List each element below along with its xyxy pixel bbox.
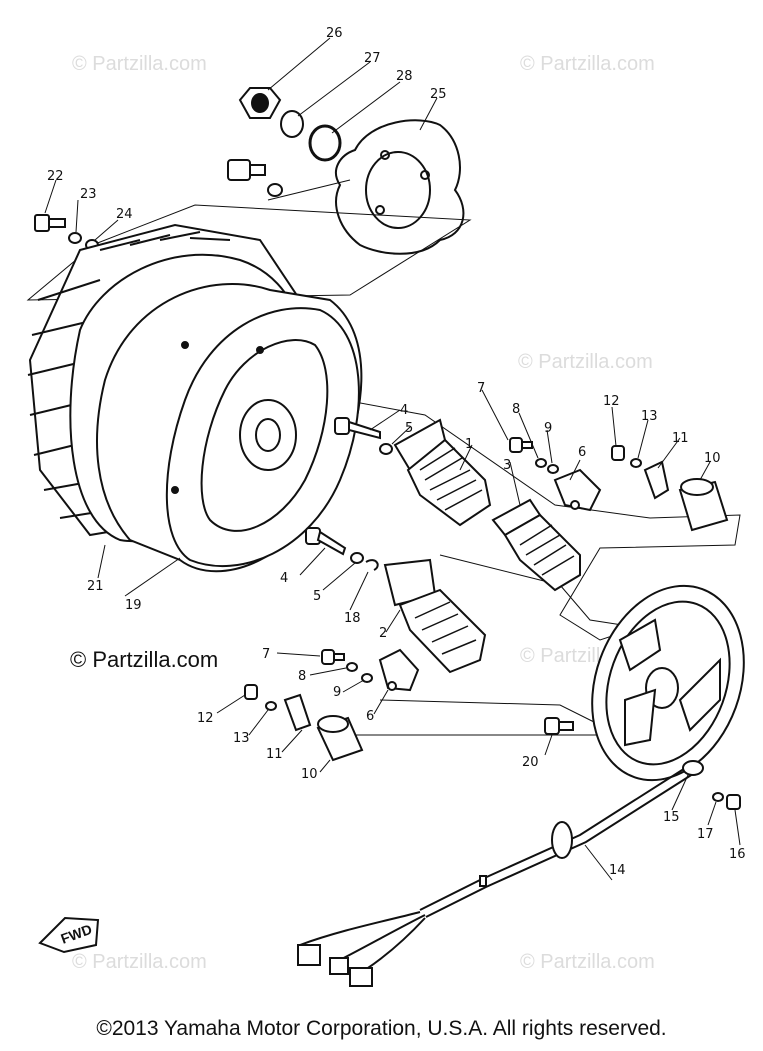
callout-21: 21 bbox=[87, 579, 104, 594]
ref-line-top bbox=[26, 204, 472, 301]
callout-6a: 6 bbox=[578, 445, 586, 460]
points-6a bbox=[553, 468, 602, 512]
callout-11a: 11 bbox=[672, 431, 689, 446]
callout-6b: 6 bbox=[366, 709, 374, 724]
watermark: © Partzilla.com bbox=[518, 351, 653, 373]
callout-10a: 10 bbox=[704, 451, 721, 466]
callout-2: 2 bbox=[379, 626, 387, 641]
bolt-22 bbox=[34, 214, 66, 232]
callout-14: 14 bbox=[609, 863, 626, 878]
wire-harness-14 bbox=[297, 764, 697, 987]
callout-5a: 5 bbox=[405, 421, 413, 436]
watermark: © Partzilla.com bbox=[520, 951, 655, 973]
washer-5a bbox=[379, 443, 393, 455]
callout-13a: 13 bbox=[641, 409, 658, 424]
coil-2 bbox=[383, 558, 487, 674]
watermark: © Partzilla.com bbox=[72, 951, 207, 973]
grommet-15 bbox=[682, 760, 704, 776]
callout-15: 15 bbox=[663, 810, 680, 825]
callout-3: 3 bbox=[503, 458, 511, 473]
washer-8b bbox=[346, 662, 358, 672]
small-bolt bbox=[227, 159, 283, 197]
callout-18: 18 bbox=[344, 611, 361, 626]
callout-16: 16 bbox=[729, 847, 746, 862]
watermark: © Partzilla.com bbox=[520, 53, 655, 75]
condenser-10b bbox=[316, 715, 364, 762]
callout-26: 26 bbox=[326, 26, 343, 41]
washer-9a bbox=[547, 464, 559, 474]
clamp-11a bbox=[643, 460, 670, 500]
callout-numbers: 1 2 3 4 4 5 5 6 6 7 7 8 8 9 9 10 10 11 1… bbox=[47, 26, 746, 878]
screw-12b bbox=[244, 684, 258, 700]
callout-23: 23 bbox=[80, 187, 97, 202]
callout-7b: 7 bbox=[262, 647, 270, 662]
backing-plate-25 bbox=[335, 119, 465, 255]
washer-23 bbox=[68, 232, 82, 244]
callout-19: 19 bbox=[125, 598, 142, 613]
callout-13b: 13 bbox=[233, 731, 250, 746]
screw-16 bbox=[726, 794, 741, 810]
watermark-dark: © Partzilla.com bbox=[70, 647, 218, 672]
washer-13a bbox=[630, 458, 642, 468]
callout-1: 1 bbox=[465, 437, 473, 452]
bolt-20 bbox=[544, 717, 574, 735]
washer-28 bbox=[308, 124, 342, 162]
coil-1 bbox=[393, 418, 492, 527]
washer-13b bbox=[265, 701, 277, 711]
coil-3 bbox=[491, 498, 581, 592]
washer-9b bbox=[361, 673, 373, 683]
screw-4b bbox=[305, 527, 347, 556]
stator-base-plate bbox=[591, 584, 745, 782]
callout-24: 24 bbox=[116, 207, 133, 222]
screw-7a bbox=[509, 437, 533, 453]
callout-28: 28 bbox=[396, 69, 413, 84]
ref-line-right bbox=[289, 389, 741, 641]
callout-20: 20 bbox=[522, 755, 539, 770]
ref-line-bottom2 bbox=[379, 699, 601, 726]
washer-17 bbox=[712, 792, 724, 802]
callout-9a: 9 bbox=[544, 421, 552, 436]
nut-26 bbox=[238, 87, 282, 119]
washer-5b bbox=[350, 552, 364, 564]
callout-10b: 10 bbox=[301, 767, 318, 782]
rotor-19 bbox=[96, 283, 363, 573]
callout-22: 22 bbox=[47, 169, 64, 184]
screw-12a bbox=[611, 445, 625, 461]
callout-5b: 5 bbox=[313, 589, 321, 604]
callout-7a: 7 bbox=[477, 381, 485, 396]
clamp-11b bbox=[283, 693, 312, 732]
callout-4b: 4 bbox=[280, 571, 288, 586]
watermark: © Partzilla.com bbox=[72, 53, 207, 75]
callout-8a: 8 bbox=[512, 402, 520, 417]
copyright-notice: ©2013 Yamaha Motor Corporation, U.S.A. A… bbox=[96, 1017, 667, 1040]
washer-27 bbox=[280, 110, 304, 138]
callout-17: 17 bbox=[697, 827, 714, 842]
clip-18 bbox=[365, 559, 379, 571]
washer-8a bbox=[535, 458, 547, 468]
condenser-10a bbox=[678, 478, 729, 532]
fwd-arrow: FWD bbox=[38, 916, 100, 954]
screw-4a bbox=[334, 417, 381, 440]
callout-8b: 8 bbox=[298, 669, 306, 684]
callout-4a: 4 bbox=[400, 403, 408, 418]
points-6b bbox=[378, 648, 420, 692]
callout-9b: 9 bbox=[333, 685, 341, 700]
callout-12a: 12 bbox=[603, 394, 620, 409]
screw-7b bbox=[321, 649, 345, 665]
ref-line-plate bbox=[267, 179, 351, 201]
callout-12b: 12 bbox=[197, 711, 214, 726]
callout-27: 27 bbox=[364, 51, 381, 66]
leader-lines bbox=[44, 37, 741, 881]
callout-25: 25 bbox=[430, 87, 447, 102]
callout-11b: 11 bbox=[266, 747, 283, 762]
